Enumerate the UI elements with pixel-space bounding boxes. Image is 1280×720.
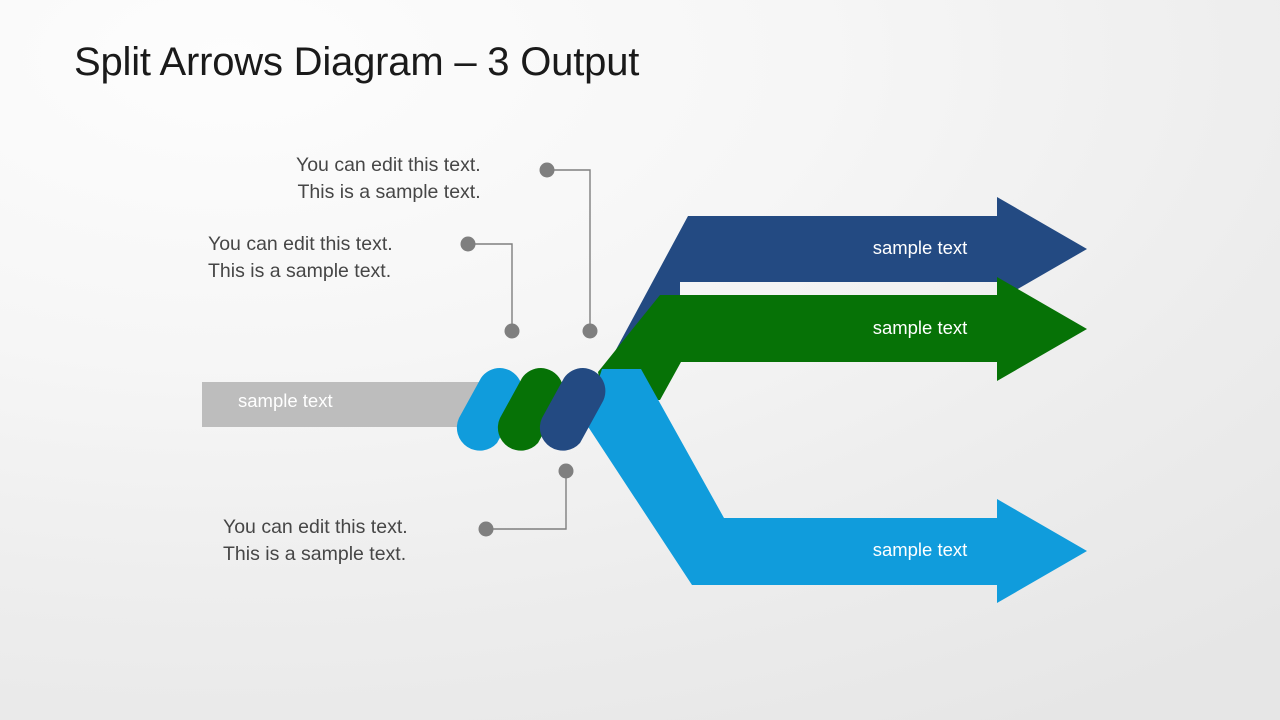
output-arrow-green-label: sample text — [872, 317, 968, 338]
connector-dot-middle-end — [504, 323, 520, 339]
callout-middle[interactable]: You can edit this text. This is a sample… — [208, 231, 393, 285]
connector-line-middle — [468, 243, 513, 331]
connector-line-top — [547, 169, 591, 331]
output-arrow-blue[interactable] — [585, 369, 1087, 603]
callout-middle-line2: This is a sample text. — [208, 260, 392, 282]
callout-top-line1: You can edit this text. — [296, 154, 481, 176]
callout-bottom-line1: You can edit this text. — [223, 516, 408, 538]
connector-dot-bottom-start — [558, 463, 574, 479]
output-arrow-navy[interactable] — [605, 197, 1087, 384]
connector-dot-middle-start — [460, 236, 476, 252]
callout-top[interactable]: You can edit this text. This is a sample… — [296, 152, 481, 206]
output-arrow-blue-label: sample text — [872, 539, 968, 560]
callout-bottom-line2: This is a sample text. — [223, 543, 407, 565]
connector-line-bottom — [486, 471, 567, 530]
split-bar-green[interactable] — [497, 368, 564, 451]
connector-dot-top-start — [539, 162, 555, 178]
output-arrow-navy-label: sample text — [872, 237, 968, 258]
connectors — [468, 169, 591, 530]
input-bar-label: sample text — [238, 390, 333, 411]
callout-bottom[interactable]: You can edit this text. This is a sample… — [223, 514, 408, 568]
split-node — [456, 367, 606, 451]
connector-dots — [460, 162, 598, 537]
callout-top-line2: This is a sample text. — [297, 181, 481, 203]
callout-middle-line1: You can edit this text. — [208, 233, 393, 255]
split-bar-light-blue[interactable] — [456, 367, 523, 451]
connector-dot-bottom-end — [478, 521, 494, 537]
page-title: Split Arrows Diagram – 3 Output — [74, 40, 640, 84]
split-bar-navy[interactable] — [539, 367, 606, 451]
connector-dot-top-end — [582, 323, 598, 339]
output-arrow-green[interactable] — [598, 277, 1087, 400]
